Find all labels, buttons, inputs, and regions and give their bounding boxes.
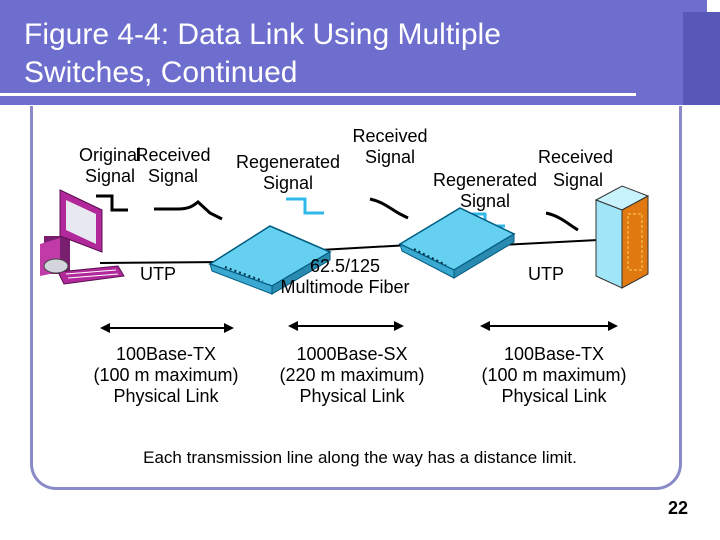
content-frame [30,106,682,490]
label-line: 100Base-TX [115,344,217,364]
span-arrow-3 [480,321,618,331]
label-line: (220 m maximum) [279,365,425,385]
computer-icon [40,189,125,285]
utp-cable-right [499,239,599,246]
label-line: Physical Link [113,386,219,406]
slide-title: Figure 4-4: Data Link Using Multiple Swi… [24,16,664,92]
regenerated-signal-label-2: Regenerated Signal [428,170,542,212]
label-line: Original [78,145,142,165]
label-line: Received [135,145,211,165]
label-line: (100 m maximum) [93,365,239,385]
original-signal-wave [96,194,128,212]
label-line: Signal [147,166,199,186]
utp-label-left: UTP [140,264,176,284]
link-description-1: 100Base-TX (100 m maximum) Physical Link [80,344,252,407]
utp-label-right: UTP [528,264,564,284]
server-icon [594,185,650,289]
label-line: Signal [262,173,314,193]
title-bar-shadow [683,12,720,105]
label-line: 62.5/125 [309,256,381,276]
regenerated-signal-wave-1 [286,197,324,215]
distance-limit-note: Each transmission line along the way has… [143,448,577,467]
label-line: 1000Base-SX [296,344,408,364]
signal-word-3: Signal [553,170,604,190]
received-signal-label-3: Received [538,147,614,167]
switch-icon-2 [398,207,516,279]
utp-cable-left [99,261,229,264]
label-line: Multimode Fiber [280,277,410,297]
label-line: Signal [459,191,511,211]
label-line: Physical Link [501,386,607,406]
original-signal-label: Original Signal [52,145,168,187]
label-line: Regenerated [432,170,538,190]
label-line: 100Base-TX [503,344,605,364]
page-number: 22 [667,498,688,518]
received-signal-wave-2 [369,197,409,220]
title-bar [0,0,707,105]
label-line: Regenerated [235,152,341,172]
received-signal-wave-1 [154,200,223,221]
label-line: (100 m maximum) [481,365,627,385]
label-line: Signal [84,166,136,186]
fiber-label: 62.5/125 Multimode Fiber [270,256,420,298]
link-description-2: 1000Base-SX (220 m maximum) Physical Lin… [266,344,438,407]
span-arrow-2 [288,321,404,331]
link-description-3: 100Base-TX (100 m maximum) Physical Link [468,344,640,407]
title-line-2: Switches, Continued [24,56,298,89]
label-line: Physical Link [299,386,405,406]
received-signal-wave-3 [545,211,579,232]
regenerated-signal-label-1: Regenerated Signal [228,152,348,194]
label-line: Received [352,126,428,146]
switch-icon-1 [208,225,332,295]
received-signal-label-2: Received Signal [345,126,435,168]
label-line: Signal [364,147,416,167]
title-underline [0,93,636,96]
fiber-link [319,244,411,251]
received-signal-label-1: Received Signal [130,145,216,187]
span-arrow-1 [100,323,234,333]
title-line-1: Figure 4-4: Data Link Using Multiple [24,18,501,51]
